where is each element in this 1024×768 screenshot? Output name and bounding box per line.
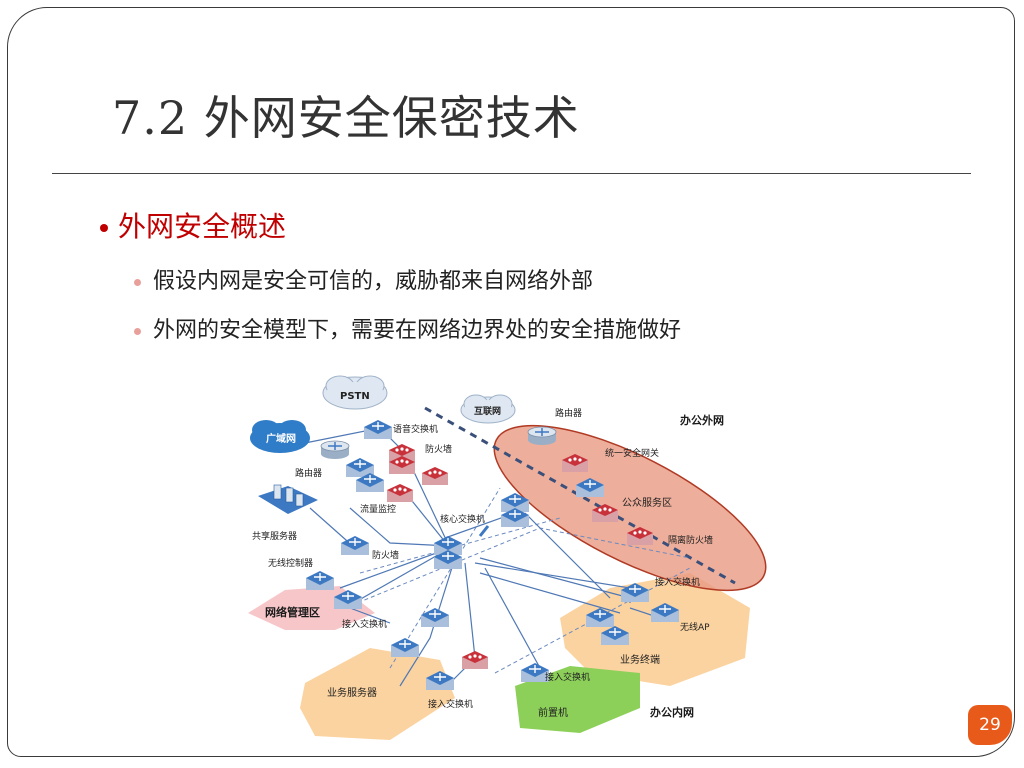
business-server-zone xyxy=(300,648,455,740)
firewall-mid-label: 防火墙 xyxy=(372,549,399,561)
bullet-dot-icon xyxy=(100,224,108,232)
title-number: 7.2 xyxy=(112,91,189,145)
sub-bullet: 外网的安全模型下，需要在网络边界处的安全措施做好 xyxy=(134,312,681,344)
slide-title: 7.2 外网安全保密技术 xyxy=(112,82,580,152)
bullet-dot-icon xyxy=(134,327,141,335)
office-external-label: 办公外网 xyxy=(680,413,724,427)
router-office-icon xyxy=(527,426,557,446)
traffic-monitor-label: 流量监控 xyxy=(360,503,396,515)
business-server-icon xyxy=(390,637,420,658)
access-switch-mgmt-label: 接入交换机 xyxy=(342,618,387,630)
network-diagram: PSTN 互联网 广域网 xyxy=(248,375,767,740)
bullet-dot-icon xyxy=(134,278,141,286)
title-text: 外网安全保密技术 xyxy=(203,91,580,145)
slide-frame xyxy=(7,7,1015,757)
internet-label: 互联网 xyxy=(474,405,501,417)
access-switch-icon xyxy=(420,607,450,628)
wan-label: 广域网 xyxy=(266,432,296,445)
core-switch-icon xyxy=(433,492,530,570)
office-internal-label: 办公内网 xyxy=(650,705,694,719)
business-server-label: 业务服务器 xyxy=(327,686,377,699)
heading-bullet: 外网安全概述 xyxy=(100,205,286,245)
voice-switch-label: 语音交换机 xyxy=(393,423,438,435)
shared-server-label: 共享服务器 xyxy=(252,530,297,542)
sub-bullet-text: 外网的安全模型下，需要在网络边界处的安全措施做好 xyxy=(153,318,682,343)
router-office-label: 路由器 xyxy=(555,407,582,419)
wireless-ap-label: 无线AP xyxy=(680,621,710,633)
traffic-monitor-icon xyxy=(387,484,413,502)
voice-switch-icon xyxy=(363,419,393,440)
front-machine-label: 前置机 xyxy=(538,706,568,719)
front-machine-zone xyxy=(515,666,640,733)
internet-cloud-icon: 互联网 xyxy=(460,394,516,424)
net-mgmt-zone-label: 网络管理区 xyxy=(265,605,320,619)
wan-cloud-icon: 广域网 xyxy=(250,420,310,453)
page-number-badge: 29 xyxy=(968,705,1012,745)
core-switch-label: 核心交换机 xyxy=(440,513,485,525)
heading-text: 外网安全概述 xyxy=(118,210,287,243)
firewall-top-label: 防火墙 xyxy=(425,443,452,455)
page-number: 29 xyxy=(979,715,1001,735)
wireless-controller-icon xyxy=(305,570,335,591)
title-divider xyxy=(52,173,971,174)
access-switch-icon xyxy=(462,651,488,669)
isolation-firewall-label: 隔离防火墙 xyxy=(668,534,713,546)
shared-server-icon xyxy=(258,484,318,514)
router-left-label: 路由器 xyxy=(295,467,322,479)
router-left-icon xyxy=(320,440,350,460)
access-switch-bottom-label: 接入交换机 xyxy=(428,698,473,710)
sub-bullet-text: 假设内网是安全可信的，威胁都来自网络外部 xyxy=(153,269,594,294)
sub-bullet: 假设内网是安全可信的，威胁都来自网络外部 xyxy=(134,263,593,295)
utm-gateway-label: 统一安全网关 xyxy=(605,447,659,459)
pstn-label: PSTN xyxy=(340,391,370,402)
business-terminal-label: 业务终端 xyxy=(620,653,660,666)
public-service-zone-label: 公众服务区 xyxy=(622,496,672,509)
access-switch-front-label: 接入交换机 xyxy=(545,671,590,683)
firewall-top-icon xyxy=(422,467,448,485)
wireless-controller-label: 无线控制器 xyxy=(268,557,313,569)
business-terminal-zone xyxy=(560,573,750,686)
access-switch-right-label: 接入交换机 xyxy=(655,576,700,588)
pstn-cloud-icon: PSTN xyxy=(322,375,388,410)
